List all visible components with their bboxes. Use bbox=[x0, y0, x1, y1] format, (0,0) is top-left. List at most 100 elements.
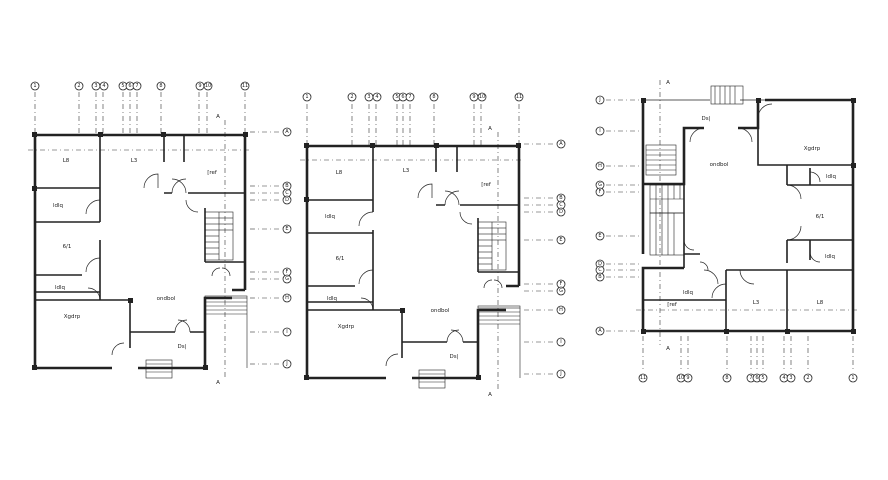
svg-text:C: C bbox=[559, 202, 563, 208]
grid-bubble: 8 bbox=[722, 373, 732, 383]
plan2-doors bbox=[358, 183, 503, 367]
svg-text:1: 1 bbox=[851, 375, 854, 381]
svg-text:4: 4 bbox=[375, 94, 378, 100]
grid-bubble: 2 bbox=[74, 81, 84, 91]
svg-text:J: J bbox=[598, 97, 600, 103]
svg-text:B: B bbox=[285, 183, 289, 189]
svg-text:A: A bbox=[598, 328, 602, 334]
svg-text:11: 11 bbox=[640, 375, 646, 381]
grid-bubble: G bbox=[556, 286, 566, 296]
room-label: ldlq bbox=[825, 254, 835, 260]
svg-text:F: F bbox=[286, 269, 289, 275]
svg-text:A: A bbox=[285, 129, 289, 135]
floor-plan-1: 1 2 3 4 5 6 7 8 9 10 11 A B C D E F G H … bbox=[28, 81, 292, 386]
svg-text:10: 10 bbox=[678, 375, 684, 381]
svg-text:6: 6 bbox=[128, 83, 131, 89]
plan3-left-grid-bubbles: J I H G F E D C B A bbox=[595, 95, 605, 336]
section-mark: A bbox=[216, 380, 220, 386]
grid-bubble: 3 bbox=[364, 92, 374, 102]
section-mark: A bbox=[488, 126, 492, 132]
room-label: L8 bbox=[817, 300, 824, 306]
svg-text:9: 9 bbox=[198, 83, 201, 89]
room-label: [ref bbox=[667, 302, 678, 308]
room-label: L8 bbox=[336, 170, 343, 176]
grid-bubble: 9 bbox=[195, 81, 205, 91]
grid-bubble: J bbox=[595, 95, 605, 105]
svg-text:1: 1 bbox=[305, 94, 308, 100]
room-label: ldlq bbox=[826, 174, 836, 180]
svg-text:7: 7 bbox=[135, 83, 138, 89]
grid-bubble: A bbox=[595, 326, 605, 336]
grid-bubble: 11 bbox=[240, 81, 250, 91]
svg-text:2: 2 bbox=[350, 94, 353, 100]
grid-bubble: E bbox=[282, 224, 292, 234]
grid-bubble: 10 bbox=[676, 373, 686, 383]
grid-bubble: 7 bbox=[746, 373, 756, 383]
svg-text:6: 6 bbox=[755, 375, 758, 381]
grid-bubble: 1 bbox=[302, 92, 312, 102]
plan1-doors bbox=[85, 173, 231, 356]
svg-text:3: 3 bbox=[367, 94, 370, 100]
grid-bubble: J bbox=[556, 369, 566, 379]
plan1-right-grid-bubbles: A B C D E F G H I J bbox=[282, 127, 292, 369]
grid-bubble: 3 bbox=[91, 81, 101, 91]
grid-bubble: A bbox=[282, 127, 292, 137]
grid-bubble: H bbox=[282, 293, 292, 303]
room-label: Ds| bbox=[450, 354, 459, 360]
svg-text:J: J bbox=[559, 371, 561, 377]
grid-bubble: 7 bbox=[132, 81, 142, 91]
svg-text:H: H bbox=[598, 163, 602, 169]
svg-text:G: G bbox=[598, 182, 602, 188]
grid-bubble: 2 bbox=[803, 373, 813, 383]
grid-bubble: 8 bbox=[156, 81, 166, 91]
room-label: L3 bbox=[131, 158, 138, 164]
svg-text:10: 10 bbox=[205, 83, 211, 89]
section-mark: A bbox=[488, 392, 492, 398]
room-label: ldlq bbox=[325, 214, 335, 220]
svg-text:5: 5 bbox=[761, 375, 764, 381]
svg-text:2: 2 bbox=[77, 83, 80, 89]
grid-bubble: G bbox=[595, 180, 605, 190]
svg-text:E: E bbox=[598, 233, 601, 239]
grid-bubble: J bbox=[282, 359, 292, 369]
svg-text:8: 8 bbox=[432, 94, 435, 100]
grid-bubble: 8 bbox=[429, 92, 439, 102]
plan1-top-grid-bubbles: 1 2 3 4 5 6 7 8 9 10 11 bbox=[30, 81, 250, 91]
grid-bubble: C bbox=[556, 200, 566, 210]
svg-text:11: 11 bbox=[242, 83, 248, 89]
svg-text:I: I bbox=[599, 128, 600, 134]
plan2-top-grid-bubbles: 1 2 3 4 5 6 7 8 9 10 11 bbox=[302, 92, 524, 102]
grid-bubble: E bbox=[556, 235, 566, 245]
svg-text:H: H bbox=[559, 307, 563, 313]
grid-bubble: C bbox=[595, 265, 605, 275]
grid-bubble: 1 bbox=[848, 373, 858, 383]
grid-bubble: F bbox=[595, 187, 605, 197]
grid-bubble: G bbox=[282, 274, 292, 284]
grid-bubble: 10 bbox=[477, 92, 487, 102]
grid-bubble: I bbox=[282, 327, 292, 337]
stair-2 bbox=[418, 221, 521, 389]
room-label: ldlq bbox=[55, 285, 65, 291]
room-label: [ref bbox=[481, 182, 492, 188]
grid-bubble: 5 bbox=[118, 81, 128, 91]
room-label: Xgdrp bbox=[804, 146, 821, 152]
plan2-right-grid-bubbles: A B C D E F G H I J bbox=[556, 139, 566, 379]
svg-text:9: 9 bbox=[686, 375, 689, 381]
grid-bubble: 4 bbox=[372, 92, 382, 102]
grid-bubble: A bbox=[556, 139, 566, 149]
room-label: 6/1 bbox=[816, 214, 825, 220]
svg-text:5: 5 bbox=[121, 83, 124, 89]
svg-text:4: 4 bbox=[782, 375, 785, 381]
svg-text:9: 9 bbox=[472, 94, 475, 100]
grid-bubble: E bbox=[595, 231, 605, 241]
svg-text:G: G bbox=[285, 276, 289, 282]
svg-text:J: J bbox=[285, 361, 287, 367]
svg-text:C: C bbox=[598, 267, 602, 273]
svg-text:1: 1 bbox=[33, 83, 36, 89]
svg-text:F: F bbox=[560, 281, 563, 287]
grid-bubble: D bbox=[282, 195, 292, 205]
grid-bubble: I bbox=[556, 337, 566, 347]
svg-text:D: D bbox=[285, 197, 289, 203]
svg-text:D: D bbox=[559, 209, 563, 215]
